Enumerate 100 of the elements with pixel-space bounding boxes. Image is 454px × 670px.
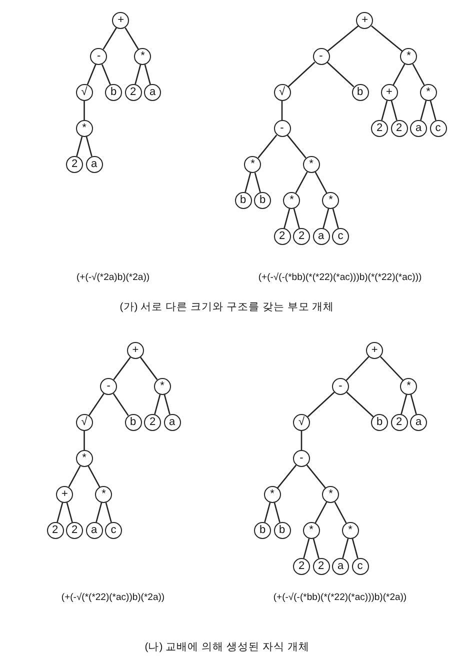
tree-branch-line [96,502,102,522]
tree-branch-line [68,466,81,488]
terminal-node: 2 [371,120,388,137]
operator-node: - [100,378,118,395]
tree-branch-line [334,502,347,524]
tree-branch-line [314,502,328,524]
expression-text: (+(-√(-(*bb)(*(*22)(*ac)))b)(*(*22)(*ac))) [258,272,422,283]
operator-node: - [90,48,108,65]
operator-node: * [134,48,152,65]
tree-branch-line [295,172,308,194]
tree-branch-line [124,27,139,50]
tree-branch-line [277,464,297,488]
terminal-node: a [86,156,102,173]
operator-node: √ [274,84,290,101]
tree-branch-line [400,394,408,414]
terminal-node: b [352,84,368,101]
terminal-node: b [124,414,142,431]
tree-branch-line [56,502,64,522]
expression-text: (+(-√(*(*22)(*ac))b)(*2a)) [61,592,165,603]
operator-node: * [283,192,300,209]
tree-branch-line [410,394,417,414]
tree-branch-line [346,356,370,381]
tree-branch-line [390,100,398,120]
terminal-node: a [332,558,349,575]
operator-node: * [302,156,320,173]
terminal-node: 2 [66,522,83,539]
tree-branch-line [154,394,161,414]
tree-branch-line [86,136,92,156]
terminal-node: b [274,522,290,539]
tree-branch-line [288,62,316,88]
terminal-node: a [312,228,330,245]
tree-branch-line [101,64,111,85]
operator-node: * [302,522,320,539]
operator-node: + [56,486,74,503]
operator-node: * [400,48,418,65]
operator-node: * [154,378,171,395]
operator-node: * [322,486,340,503]
terminal-node: b [254,192,271,209]
operator-node: + [356,12,374,29]
terminal-node: a [410,120,427,137]
terminal-node: a [410,414,427,431]
tree-branch-line [274,502,280,522]
operator-node: √ [293,414,310,431]
terminal-node: a [86,522,102,539]
tree-branch-line [380,356,404,381]
tree-branch-line [254,172,261,192]
tree-branch-line [112,393,129,416]
tree-branch-line [327,25,359,52]
panel-caption: (나) 교배에 의해 생성된 자식 개체 [144,640,310,654]
tree-branch-line [84,101,85,120]
tree-branch-line [258,134,278,158]
operator-node: - [312,48,330,65]
terminal-node: a [144,84,161,101]
tree-branch-line [312,538,320,558]
tree-branch-line [286,134,306,158]
terminal-node: 2 [144,414,161,431]
tree-branch-line [293,208,300,228]
tree-branch-line [281,101,283,120]
terminal-node: c [332,228,349,245]
terminal-node: 2 [46,522,64,539]
tree-branch-line [332,208,339,228]
terminal-node: 2 [124,84,142,101]
terminal-node: b [105,84,122,101]
tree-branch-line [102,27,117,50]
tree-branch-line [244,172,252,192]
tree-branch-line [420,100,427,120]
expression-text: (+(-√(-(*bb)(*(*22)(*ac)))b)(*2a)) [273,592,407,603]
terminal-node: c [105,522,122,539]
terminal-node: b [234,192,252,209]
tree-branch-line [66,502,73,522]
tree-branch-line [303,538,310,558]
tree-branch-line [322,208,330,228]
tree-branch-line [105,502,112,522]
operator-node: + [380,84,398,101]
tree-branch-line [264,502,271,522]
tree-branch-line [342,538,349,558]
tree-branch-line [352,538,358,558]
tree-branch-line [86,64,96,85]
tree-branch-line [346,392,374,418]
tree-branch-line [88,393,104,416]
operator-node: + [126,342,144,359]
tree-branch-line [284,208,290,228]
terminal-node: 2 [390,414,408,431]
tree-branch-line [300,431,302,450]
operator-node: + [366,342,384,359]
panel-caption: (가) 서로 다른 크기와 구조를 갖는 부모 개체 [120,300,334,314]
terminal-node: c [430,120,446,137]
operator-node: * [420,84,437,101]
tree-branch-line [307,392,335,418]
tree-branch-line [412,64,425,86]
operator-node: * [400,378,418,395]
expression-text: (+(-√(*2a)b)(*2a)) [76,272,150,283]
terminal-node: 2 [312,558,330,575]
operator-node: * [264,486,281,503]
terminal-node: b [371,414,388,431]
tree-branch-line [134,64,142,84]
tree-branch-line [392,64,406,86]
tree-branch-line [430,100,436,120]
operator-node: * [76,120,93,137]
terminal-node: 2 [293,558,310,575]
